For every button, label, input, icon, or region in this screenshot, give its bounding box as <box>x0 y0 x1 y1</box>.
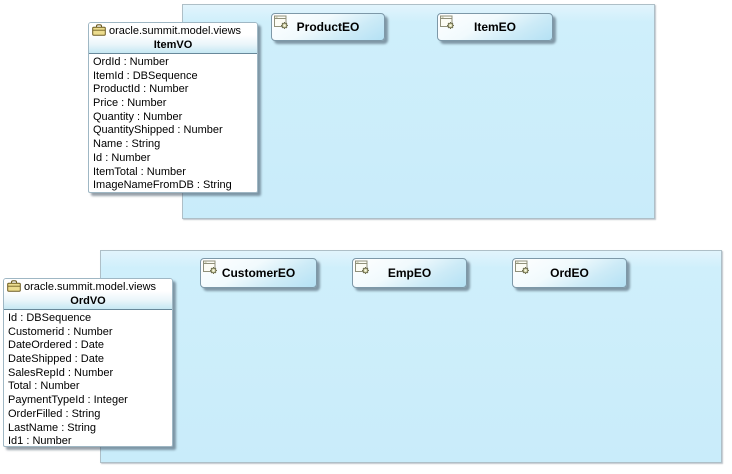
attribute-row[interactable]: QuantityShipped : Number <box>93 124 223 137</box>
view-object-header: oracle.summit.model.views OrdVO <box>4 279 172 310</box>
attribute-row[interactable]: Id : DBSequence <box>8 312 92 324</box>
entity-object-itemeo[interactable]: ItemEO <box>437 13 553 41</box>
entity-object-empeo[interactable]: EmpEO <box>352 258 467 288</box>
view-object-name: ItemVO <box>153 39 193 51</box>
attribute-row[interactable]: OrderFilled : String <box>8 407 101 420</box>
attribute-list: OrdId : Number ItemId : DBSequence Produ… <box>89 54 257 192</box>
attribute-row[interactable]: OrdId : Number <box>93 56 169 68</box>
attribute-row[interactable]: Name : String <box>93 138 161 151</box>
view-object-header: oracle.summit.model.views ItemVO <box>89 23 257 54</box>
attribute-row[interactable]: Price : Number <box>93 97 167 110</box>
view-object-name: OrdVO <box>70 295 106 307</box>
package-name: oracle.summit.model.views <box>109 25 242 37</box>
entity-object-icon <box>440 15 455 29</box>
attribute-row[interactable]: Quantity : Number <box>93 110 183 123</box>
attribute-row[interactable]: LastName : String <box>8 421 97 434</box>
attribute-row[interactable]: ItemTotal : Number <box>93 165 186 178</box>
entity-object-icon <box>515 260 530 274</box>
entity-object-customereo[interactable]: CustomerEO <box>200 258 317 288</box>
attribute-row[interactable]: DateShipped : Date <box>8 353 105 366</box>
attribute-row[interactable]: Id : Number <box>93 151 151 164</box>
attribute-row[interactable]: Id1 : Number <box>8 435 72 447</box>
view-object-itemvo[interactable]: oracle.summit.model.views ItemVO OrdId :… <box>88 22 258 193</box>
diagram-panel-top[interactable] <box>182 4 655 219</box>
attribute-row[interactable]: PaymentTypeId : Integer <box>8 394 128 407</box>
view-object-ordvo[interactable]: oracle.summit.model.views OrdVO Id : DBS… <box>3 278 173 447</box>
attribute-row[interactable]: Total : Number <box>8 380 80 393</box>
attribute-row[interactable]: ProductId : Number <box>93 83 189 96</box>
entity-object-label: ItemEO <box>473 20 516 34</box>
package-icon <box>92 23 106 39</box>
entity-object-icon <box>355 260 370 274</box>
entity-object-label: CustomerEO <box>221 266 296 280</box>
entity-object-label: EmpEO <box>387 266 432 280</box>
attribute-row[interactable]: ImageNameFromDB : String <box>93 179 232 192</box>
entity-object-icon <box>274 15 289 29</box>
package-name: oracle.summit.model.views <box>24 281 157 293</box>
entity-object-icon <box>203 260 218 274</box>
attribute-row[interactable]: Customerid : Number <box>8 325 113 338</box>
package-icon <box>7 279 21 295</box>
attribute-row[interactable]: SalesRepId : Number <box>8 366 114 379</box>
entity-object-label: OrdEO <box>550 266 589 280</box>
attribute-row[interactable]: ItemId : DBSequence <box>93 69 198 82</box>
attribute-row[interactable]: DateOrdered : Date <box>8 339 104 352</box>
entity-object-ordeo[interactable]: OrdEO <box>512 258 627 288</box>
attribute-list: Id : DBSequence Customerid : Number Date… <box>4 310 172 447</box>
entity-object-label: ProductEO <box>296 20 360 34</box>
entity-object-producteo[interactable]: ProductEO <box>271 13 385 41</box>
